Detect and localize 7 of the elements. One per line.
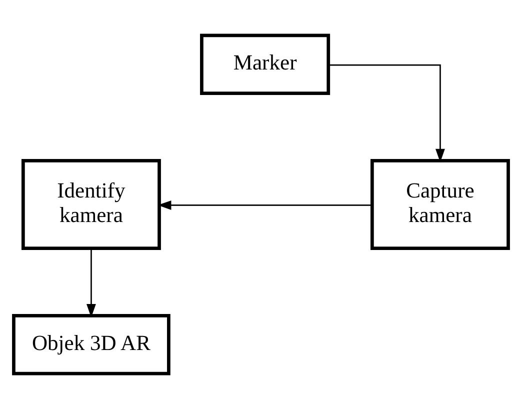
node-box: Capture kamera <box>370 158 510 250</box>
node-box: Identify kamera <box>21 158 161 250</box>
node-box: Marker <box>200 33 330 95</box>
arrow <box>158 200 372 210</box>
arrow <box>328 64 445 162</box>
arrow <box>86 248 96 317</box>
node-box: Objek 3D AR <box>12 313 170 375</box>
